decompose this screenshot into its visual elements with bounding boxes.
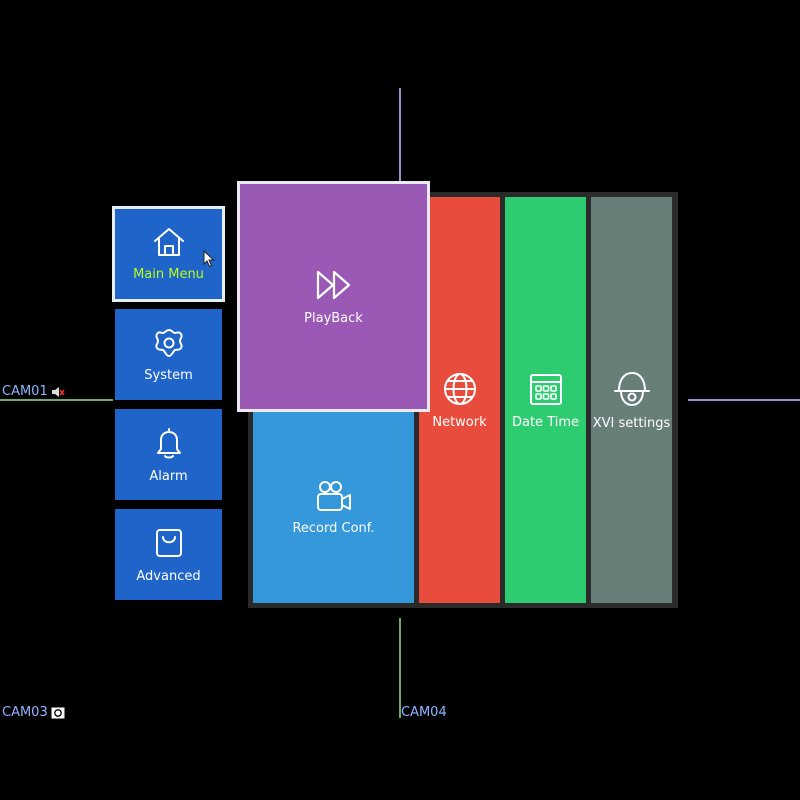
record-icon bbox=[51, 707, 65, 719]
sidebar-item-label: Advanced bbox=[136, 568, 201, 584]
xvi-settings-tile[interactable]: XVI settings bbox=[591, 197, 672, 603]
speaker-muted-icon bbox=[51, 387, 65, 397]
date-time-label: Date Time bbox=[511, 414, 580, 430]
mouse-cursor-icon bbox=[203, 250, 215, 268]
grid-line-right bbox=[688, 399, 800, 401]
record-conf-tile[interactable]: Record Conf. bbox=[253, 404, 414, 603]
grid-line-left bbox=[0, 399, 113, 401]
dome-camera-icon bbox=[613, 371, 650, 406]
globe-icon bbox=[443, 372, 476, 405]
playback-tile[interactable]: PlayBack bbox=[237, 181, 430, 412]
sidebar-item-advanced[interactable]: Advanced bbox=[115, 509, 222, 600]
sidebar-item-alarm[interactable]: Alarm bbox=[115, 409, 222, 500]
cam01-label: CAM01 bbox=[2, 385, 65, 399]
calendar-icon bbox=[529, 373, 562, 405]
bag-icon bbox=[155, 528, 182, 557]
bell-icon bbox=[156, 427, 181, 458]
cam04-name: CAM04 bbox=[401, 705, 447, 720]
record-conf-label: Record Conf. bbox=[292, 521, 375, 536]
grid-line-bottom bbox=[399, 618, 401, 718]
sidebar-item-label: Main Menu bbox=[133, 267, 204, 282]
playback-label: PlayBack bbox=[304, 311, 363, 326]
home-icon bbox=[153, 228, 184, 256]
network-label: Network bbox=[432, 414, 487, 430]
date-time-tile[interactable]: Date Time bbox=[505, 197, 586, 603]
fast-forward-icon bbox=[316, 270, 350, 300]
network-tile[interactable]: Network bbox=[419, 197, 500, 603]
cam01-name: CAM01 bbox=[2, 384, 48, 399]
sidebar-item-label: Alarm bbox=[149, 468, 188, 484]
xvi-settings-label: XVI settings bbox=[592, 415, 671, 431]
gear-icon bbox=[154, 328, 183, 357]
sidebar-item-system[interactable]: System bbox=[115, 309, 222, 400]
video-camera-icon bbox=[316, 481, 351, 511]
grid-line-top bbox=[399, 88, 401, 183]
sidebar-item-label: System bbox=[144, 367, 193, 383]
cam03-label: CAM03 bbox=[2, 706, 65, 720]
cam04-label: CAM04 bbox=[401, 706, 447, 720]
cam03-name: CAM03 bbox=[2, 705, 48, 720]
